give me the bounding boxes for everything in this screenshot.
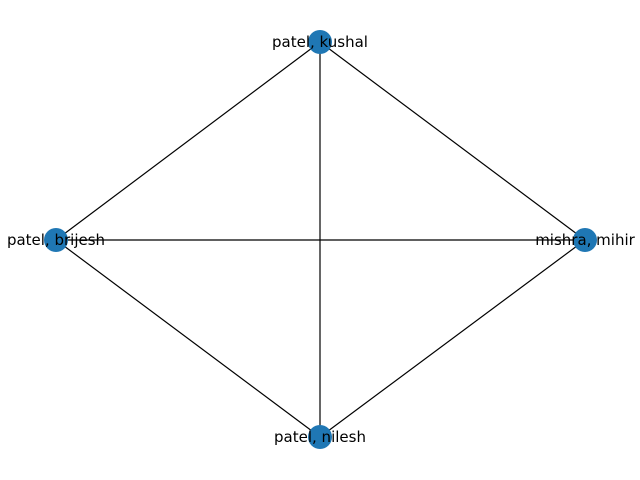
- node-mihir: [573, 228, 597, 252]
- node-layer: [44, 30, 597, 449]
- edge-kushal-brijesh: [55, 41, 321, 241]
- node-label-brijesh: patel, brijesh: [7, 231, 105, 249]
- edge-layer: [55, 41, 586, 438]
- node-kushal: [308, 30, 332, 54]
- node-nilesh: [308, 425, 332, 449]
- edge-brijesh-nilesh: [55, 239, 321, 438]
- label-layer: patel, kushal patel, brijesh mishra, mihir…: [7, 33, 636, 446]
- edge-kushal-mihir: [319, 41, 586, 241]
- node-label-kushal: patel, kushal: [272, 33, 368, 51]
- node-label-mihir: mishra, mihir: [535, 231, 635, 249]
- edge-mihir-nilesh: [319, 239, 586, 438]
- node-brijesh: [44, 228, 68, 252]
- node-label-nilesh: patel, nilesh: [274, 428, 366, 446]
